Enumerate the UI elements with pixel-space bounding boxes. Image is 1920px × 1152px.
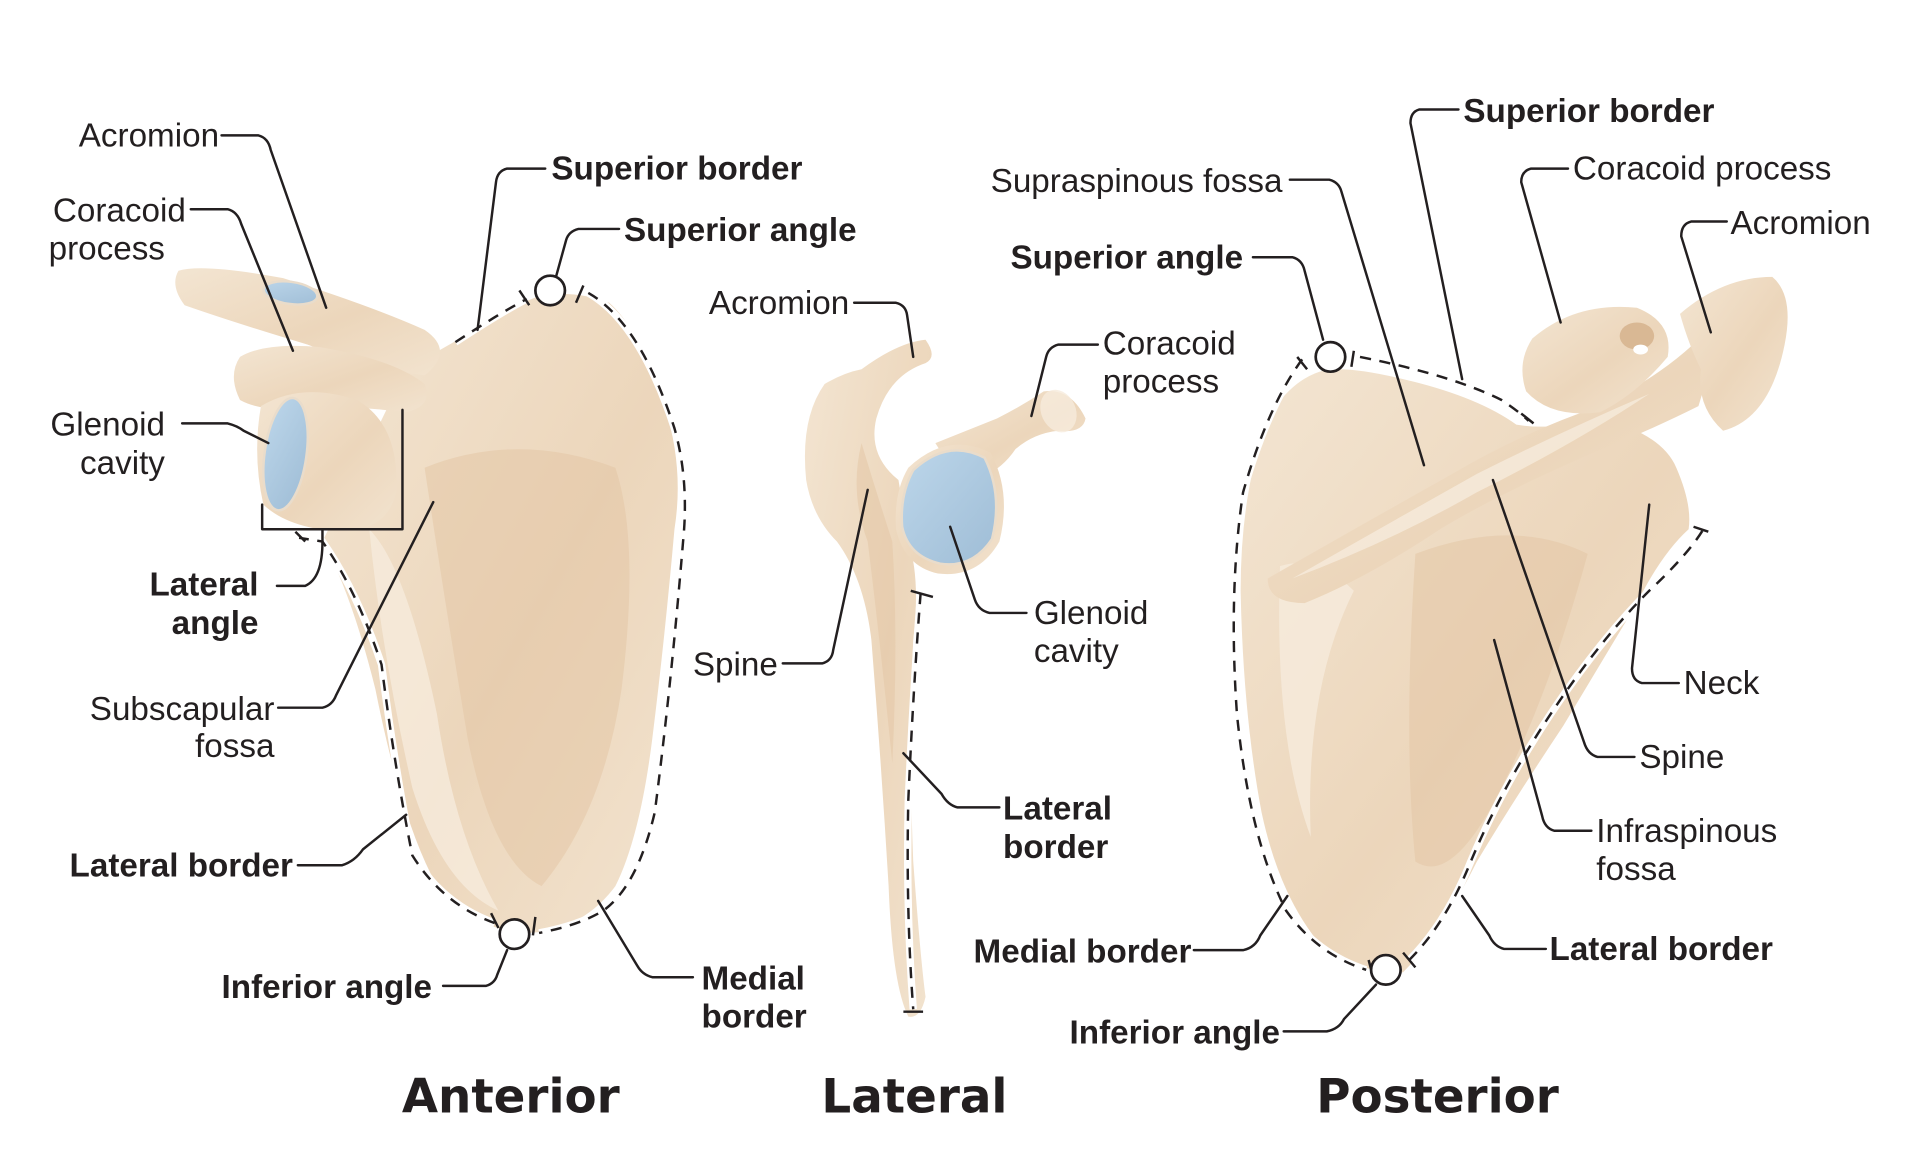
- anterior-acromion-label: Acromion: [79, 117, 219, 154]
- anterior-glenoid-label-line2: cavity: [80, 445, 165, 482]
- posterior-medial-border-leader: [1192, 894, 1289, 952]
- posterior-inferior-angle-leader: [1282, 983, 1378, 1033]
- posterior-view-title: Posterior: [1316, 1071, 1559, 1125]
- posterior-superior-border-label: Superior border: [1463, 93, 1714, 130]
- lateral-view-title: Lateral: [821, 1071, 1007, 1125]
- anterior-inferior-angle-marker: [498, 918, 531, 951]
- anterior-superior-angle-label: Superior angle: [624, 212, 857, 249]
- posterior-border-outline: [1232, 355, 1705, 972]
- lateral-spine-label: Spine: [693, 647, 778, 684]
- anterior-glenoid-cartilage: [262, 396, 309, 512]
- posterior-supraspinous-leader: [1288, 178, 1426, 467]
- lateral-coracoid-leader: [1030, 343, 1100, 418]
- lateral-coracoid-label-line2: process: [1103, 364, 1219, 401]
- anterior-inferior-angle-label: Inferior angle: [222, 969, 432, 1006]
- anterior-glenoid-leader: [180, 422, 270, 445]
- posterior-infraspinous-label-line2: fossa: [1596, 851, 1676, 888]
- anterior-border-outline: [298, 291, 687, 935]
- posterior-superior-border-leader: [1409, 108, 1464, 381]
- posterior-lateral-border-leader: [1460, 894, 1548, 951]
- anterior-superior-angle-marker: [534, 274, 567, 307]
- lateral-acromion-leader: [852, 301, 915, 359]
- posterior-infraspinous-leader: [1492, 638, 1593, 833]
- lateral-glenoid-label-line2: cavity: [1034, 633, 1119, 670]
- lateral-coracoid-label-line1: Coracoid: [1103, 325, 1236, 362]
- anterior-superior-border-label: Superior border: [551, 151, 802, 188]
- anterior-lateral-angle-label-line2: angle: [172, 605, 259, 642]
- posterior-angle-markers: [1296, 340, 1709, 986]
- posterior-lateral-border-label: Lateral border: [1550, 931, 1773, 968]
- anterior-glenoid-label-line1: Glenoid: [50, 407, 165, 444]
- lateral-border-leader: [902, 752, 1001, 809]
- posterior-superior-angle-marker: [1314, 340, 1347, 374]
- posterior-medial-border-label: Medial border: [974, 933, 1192, 970]
- lateral-acromion-label: Acromion: [709, 285, 849, 322]
- lateral-border-label-line1: Lateral: [1003, 791, 1112, 828]
- anterior-medial-border-leader: [596, 899, 695, 979]
- posterior-superior-angle-leader: [1251, 256, 1325, 341]
- lateral-bone: [804, 339, 1086, 1017]
- posterior-acromion-leader: [1680, 220, 1729, 334]
- lateral-border-outline: [906, 593, 922, 1010]
- anterior-acromion-leader: [220, 134, 328, 309]
- anterior-medial-border-label-line2: border: [702, 999, 807, 1036]
- anterior-coracoid-label-line1: Coracoid: [53, 193, 186, 230]
- posterior-coracoid-leader: [1520, 167, 1570, 324]
- anterior-coracoid-leader: [189, 208, 295, 352]
- lateral-glenoid-leader: [948, 525, 1028, 615]
- anterior-lateral-angle-label-line1: Lateral: [150, 567, 259, 604]
- anterior-view: Acromion Coracoid process Glenoid cavity…: [49, 117, 857, 1124]
- anterior-lateral-angle-bracket: [260, 408, 404, 588]
- anterior-subscapular-label-line2: fossa: [195, 728, 275, 765]
- lateral-border-label-line2: border: [1003, 829, 1108, 866]
- anterior-view-title: Anterior: [402, 1071, 620, 1125]
- posterior-coracoid-notch: [1619, 322, 1655, 350]
- anterior-acromion-facet: [262, 280, 319, 306]
- anterior-medial-border-label-line1: Medial: [702, 961, 805, 998]
- lateral-glenoid-cartilage: [900, 449, 998, 566]
- posterior-inferior-angle-label: Inferior angle: [1070, 1015, 1280, 1052]
- posterior-inferior-angle-marker: [1369, 953, 1402, 986]
- lateral-view: Acromion Coracoid process Glenoid cavity…: [693, 285, 1236, 1125]
- anterior-angle-markers: [294, 274, 585, 951]
- anterior-subscapular-leader: [276, 500, 435, 709]
- posterior-supraspinous-label: Supraspinous fossa: [991, 163, 1283, 200]
- anterior-coracoid-label-line2: process: [49, 231, 165, 268]
- anterior-subscapular-label-line1: Subscapular: [90, 691, 275, 728]
- posterior-coracoid-hole: [1633, 344, 1648, 355]
- anterior-superior-border-leader: [476, 167, 547, 332]
- posterior-infraspinous-label-line1: Infraspinous: [1596, 813, 1777, 850]
- anterior-superior-angle-leader: [555, 227, 621, 277]
- lateral-border-ticks: [903, 589, 934, 1013]
- posterior-superior-angle-label: Superior angle: [1010, 239, 1243, 276]
- posterior-neck-leader: [1630, 503, 1681, 685]
- anterior-bone: [175, 268, 678, 934]
- posterior-coracoid-label: Coracoid process: [1573, 151, 1831, 188]
- lateral-spine-leader: [781, 488, 869, 665]
- posterior-neck-label: Neck: [1684, 665, 1760, 702]
- posterior-bone: [1240, 276, 1788, 973]
- anterior-lateral-border-label: Lateral border: [70, 847, 293, 884]
- lateral-glenoid-label-line1: Glenoid: [1034, 595, 1149, 632]
- posterior-spine-leader: [1491, 478, 1636, 759]
- posterior-spine-label: Spine: [1639, 739, 1724, 776]
- anterior-lateral-border-leader: [296, 813, 408, 867]
- posterior-acromion-label: Acromion: [1730, 205, 1870, 242]
- anterior-inferior-angle-leader: [441, 948, 509, 988]
- posterior-view: Superior border Supraspinous fossa Corac…: [974, 93, 1871, 1125]
